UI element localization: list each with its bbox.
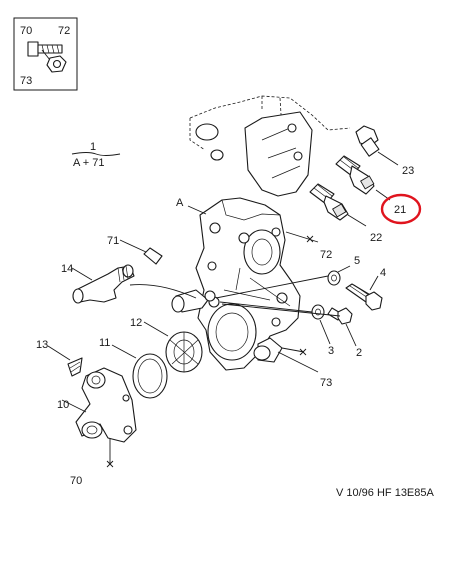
pump-housing-A <box>171 197 301 371</box>
part-14-fitting <box>71 264 197 304</box>
label-5: 5 <box>354 255 360 267</box>
label-21: 21 <box>394 204 406 216</box>
label-12: 12 <box>130 317 142 329</box>
label-23: 23 <box>402 165 414 177</box>
part-4-bolt <box>345 275 383 311</box>
reference-note: 1 A + 71 <box>71 141 121 169</box>
callout-labels: A 23 21 22 71 72 5 4 14 12 11 13 3 2 73 … <box>36 165 414 487</box>
part-13-bleed-screw <box>47 345 83 377</box>
part-12-thermostat <box>143 321 203 373</box>
label-14: 14 <box>61 263 73 275</box>
part-2-bolt <box>327 307 357 347</box>
leader-lines <box>109 205 341 465</box>
drawing-reference: V 10/96 HF 13E85A <box>336 487 435 499</box>
label-3: 3 <box>328 345 334 357</box>
inset-label-70: 70 <box>20 25 32 37</box>
label-22: 22 <box>370 232 382 244</box>
part-11-seal-ring <box>111 344 168 399</box>
label-11: 11 <box>99 337 110 349</box>
part-71-pin <box>119 239 163 265</box>
part-3-washer <box>311 304 331 345</box>
label-70: 70 <box>70 475 82 487</box>
label-2: 2 <box>356 347 362 359</box>
inset-label-72: 72 <box>58 25 70 37</box>
engine-block-outline <box>189 95 351 197</box>
part-10-outlet-housing <box>61 367 137 443</box>
cross-markers <box>106 235 314 468</box>
part-5-washer <box>327 265 351 286</box>
label-13: 13 <box>36 339 48 351</box>
part-21-sensor <box>335 155 391 201</box>
label-A: A <box>176 197 184 209</box>
inset-bolt-icon <box>27 41 67 73</box>
label-73: 73 <box>320 377 332 389</box>
label-4: 4 <box>380 267 386 279</box>
label-71: 71 <box>107 235 119 247</box>
ref-note-bottom: A + 71 <box>73 157 105 169</box>
highlight-circle <box>380 193 422 225</box>
ref-note-top: 1 <box>90 141 96 153</box>
inset-box: 70 72 73 <box>13 17 78 91</box>
part-23-sensor <box>355 125 399 166</box>
label-10: 10 <box>57 399 69 411</box>
part-22-sensor <box>309 183 367 227</box>
inset-label-73: 73 <box>20 75 32 87</box>
label-72: 72 <box>320 249 332 261</box>
